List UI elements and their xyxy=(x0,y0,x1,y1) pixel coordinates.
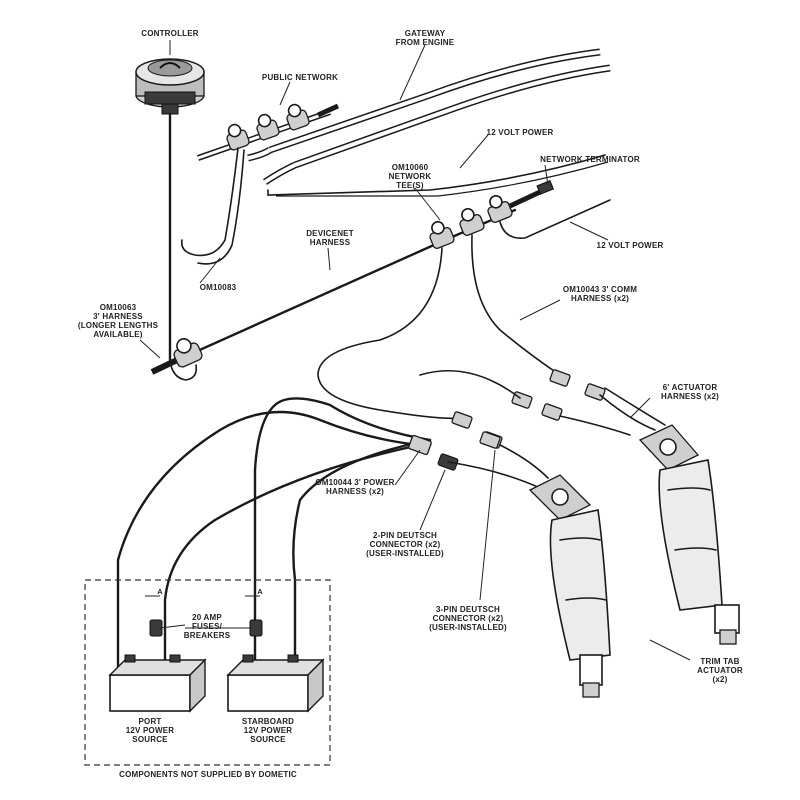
power-harness-right xyxy=(163,438,432,672)
label-trim-1: TRIM TAB xyxy=(700,657,739,666)
label-power-h-1: OM10044 3' POWER xyxy=(315,478,394,487)
label-pin3-2: CONNECTOR (x2) xyxy=(433,614,504,623)
label-fuse-2: BREAKERS xyxy=(184,631,231,640)
actuator-harness-right xyxy=(599,394,656,431)
label-harness3-1: OM10063 xyxy=(100,303,137,312)
label-12v-top: 12 VOLT POWER xyxy=(487,128,554,137)
om10083-cable xyxy=(180,147,239,257)
label-network-terminator: NETWORK TERMINATOR xyxy=(540,155,640,164)
label-devicenet-1: DEVICENET xyxy=(306,229,354,238)
public-network-backbone xyxy=(197,103,340,161)
not-supplied-box xyxy=(84,579,331,766)
label-pin3-1: 3-PIN DEUTSCH xyxy=(436,605,500,614)
label-trim-2: ACTUATOR xyxy=(697,666,743,675)
fuse-left xyxy=(145,595,163,637)
label-pin2-2: CONNECTOR (x2) xyxy=(370,540,441,549)
label-actuator-h-1: 6' ACTUATOR xyxy=(663,383,718,392)
gateway-cable xyxy=(247,48,611,185)
label-pin2-1: 2-PIN DEUTSCH xyxy=(373,531,437,540)
label-harness3-4: AVAILABLE) xyxy=(93,330,142,339)
leader-lines xyxy=(139,40,691,661)
label-devicenet-2: HARNESS xyxy=(310,238,351,247)
label-om10083: OM10083 xyxy=(200,283,237,292)
label-fuse-amp: 20 AMP xyxy=(192,613,222,622)
network-terminator xyxy=(508,180,555,209)
controller xyxy=(135,58,205,115)
label-port-1: PORT xyxy=(138,717,161,726)
label-harness3-2: 3' HARNESS xyxy=(93,312,143,321)
controller-tee xyxy=(150,338,203,381)
label-fuse-mark-left: A xyxy=(157,587,163,596)
network-tees xyxy=(429,195,513,249)
trim-tab-actuator-right xyxy=(638,424,740,645)
label-actuator-h-2: HARNESS (x2) xyxy=(661,392,719,401)
label-port-2: 12V POWER xyxy=(126,726,175,735)
label-gateway-2: FROM ENGINE xyxy=(396,38,455,47)
label-port-3: SOURCE xyxy=(132,735,168,744)
comm-connectors xyxy=(451,369,606,449)
label-trim-3: (x2) xyxy=(712,675,727,684)
comm-harness xyxy=(317,234,561,420)
label-tee-3: TEE(S) xyxy=(396,181,424,190)
battery-port xyxy=(108,654,207,713)
trim-tab-actuator-left xyxy=(528,474,611,698)
label-power-h-2: HARNESS (x2) xyxy=(326,487,384,496)
fuse-right xyxy=(245,595,263,637)
label-comm-2: HARNESS (x2) xyxy=(571,294,629,303)
label-not-supplied: COMPONENTS NOT SUPPLIED BY DOMETIC xyxy=(119,770,297,779)
power-12v-mid-cable xyxy=(499,199,611,239)
power-harness-left xyxy=(116,397,432,672)
battery-starboard xyxy=(226,654,325,713)
label-stbd-3: SOURCE xyxy=(250,735,286,744)
label-stbd-2: 12V POWER xyxy=(244,726,293,735)
label-public-network: PUBLIC NETWORK xyxy=(262,73,338,82)
label-pin3-3: (USER-INSTALLED) xyxy=(429,623,507,632)
deutsch-connectors xyxy=(408,431,549,489)
label-fuse-1: FUSES/ xyxy=(192,622,223,631)
power-12v-top-cable xyxy=(267,154,609,197)
label-tee-2: NETWORK xyxy=(389,172,432,181)
label-stbd-1: STARBOARD xyxy=(242,717,294,726)
label-12v-mid: 12 VOLT POWER xyxy=(597,241,664,250)
labels: CONTROLLER GATEWAY FROM ENGINE PUBLIC NE… xyxy=(78,29,743,779)
label-comm-1: OM10043 3' COMM xyxy=(563,285,637,294)
label-controller: CONTROLLER xyxy=(141,29,199,38)
label-harness3-3: (LONGER LENGTHS xyxy=(78,321,159,330)
label-gateway-1: GATEWAY xyxy=(405,29,446,38)
label-fuse-mark-right: A xyxy=(257,587,263,596)
label-pin2-3: (USER-INSTALLED) xyxy=(366,549,444,558)
label-tee-1: OM10060 xyxy=(392,163,429,172)
